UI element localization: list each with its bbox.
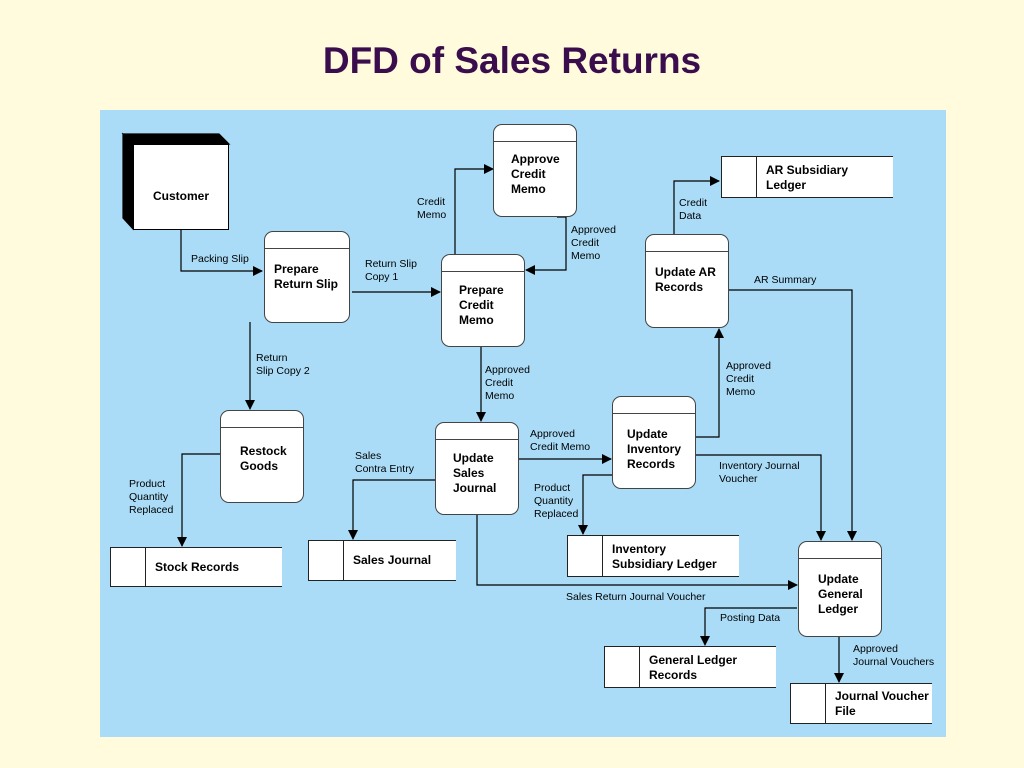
flow-label-sales-return-journal-voucher: Sales Return Journal Voucher (566, 591, 706, 603)
arrow-approved-credit-memo-return (525, 216, 567, 275)
arrow-approved-credit-memo-up (695, 328, 724, 438)
store-journal-voucher-file-label: Journal Voucher File (835, 689, 929, 718)
process-update-general-ledger: Update General Ledger (798, 541, 882, 637)
store-ar-subsidiary-ledger: AR Subsidiary Ledger (721, 156, 893, 198)
flow-label-credit-data: Credit Data (679, 197, 708, 222)
arrow-product-qty-mid (578, 474, 612, 535)
store-inventory-subsidiary-ledger-label: Inventory Subsidiary Ledger (612, 542, 717, 571)
flow-label-return-slip-copy-1: Return Slip Copy 1 (365, 258, 417, 283)
store-journal-voucher-file: Journal Voucher File (790, 683, 932, 724)
flow-label-sales-contra-entry: Sales Contra Entry (355, 450, 414, 475)
flow-label-inventory-journal-voucher: Inventory Journal Voucher (719, 460, 800, 485)
process-update-general-ledger-label: Update General Ledger (818, 572, 863, 616)
process-prepare-credit-memo: Prepare Credit Memo (441, 254, 525, 347)
flow-label-approved-credit-memo-up: Approved Credit Memo (726, 360, 771, 398)
process-approve-credit-memo-label: Approve Credit Memo (511, 152, 560, 196)
arrow-packing-slip (180, 230, 263, 276)
diagram-canvas: Customer Prepare Return Slip Approve Cre… (100, 110, 946, 737)
arrow-credit-memo (454, 164, 494, 254)
process-update-ar-records: Update AR Records (645, 234, 729, 328)
flow-label-product-quantity-replaced-left: Product Quantity Replaced (129, 478, 174, 516)
process-update-sales-journal-label: Update Sales Journal (453, 451, 497, 495)
flow-label-product-quantity-replaced-mid: Product Quantity Replaced (534, 482, 579, 520)
store-sales-journal-label: Sales Journal (353, 553, 432, 567)
process-prepare-return-slip-label: Prepare Return Slip (274, 262, 339, 291)
process-restock-goods: Restock Goods (220, 410, 304, 503)
store-general-ledger-records-label: General Ledger Records (649, 653, 738, 682)
entity-customer-label: Customer (152, 189, 209, 203)
process-approve-credit-memo: Approve Credit Memo (493, 124, 577, 217)
flow-label-approved-journal-vouchers: Approved Journal Vouchers (853, 643, 935, 668)
arrow-sales-contra-entry (348, 479, 435, 540)
flow-label-approved-credit-memo-down: Approved Credit Memo (485, 364, 530, 402)
process-restock-goods-label: Restock Goods (240, 444, 287, 473)
arrow-credit-data (673, 176, 720, 234)
slide-title: DFD of Sales Returns (322, 40, 702, 81)
flow-label-posting-data: Posting Data (720, 612, 781, 624)
store-ar-subsidiary-ledger-label: AR Subsidiary Ledger (766, 163, 849, 192)
flow-label-ar-summary: AR Summary (754, 274, 817, 286)
flow-label-packing-slip: Packing Slip (191, 253, 249, 265)
store-inventory-subsidiary-ledger: Inventory Subsidiary Ledger (567, 535, 739, 577)
process-update-sales-journal: Update Sales Journal (435, 422, 519, 515)
flow-arrows (121, 132, 857, 683)
customer-shadow-top (121, 133, 231, 145)
process-update-ar-records-label: Update AR Records (655, 265, 716, 294)
entity-customer: Customer (133, 144, 229, 230)
flow-label-approved-credit-memo-right: Approved Credit Memo (530, 428, 591, 453)
flow-label-credit-memo: Credit Memo (417, 196, 447, 221)
process-prepare-credit-memo-label: Prepare Credit Memo (459, 283, 504, 327)
customer-shadow (122, 132, 134, 231)
arrow-inventory-journal-voucher (695, 454, 826, 541)
store-stock-records-label: Stock Records (155, 560, 240, 574)
process-update-inventory-records-label: Update Inventory Records (627, 427, 682, 471)
arrow-ar-summary (729, 289, 857, 541)
store-sales-journal: Sales Journal (308, 540, 456, 581)
process-update-inventory-records: Update Inventory Records (612, 396, 696, 489)
flow-label-approved-credit-memo-return: Approved Credit Memo (571, 224, 616, 262)
process-prepare-return-slip: Prepare Return Slip (264, 231, 350, 323)
arrow-sales-return-journal-voucher (476, 515, 798, 590)
store-stock-records: Stock Records (110, 547, 282, 587)
arrow-product-qty-left (177, 453, 220, 547)
flow-label-return-slip-copy-2: Return Slip Copy 2 (256, 352, 310, 377)
store-general-ledger-records: General Ledger Records (604, 646, 776, 688)
arrow-posting-data (700, 607, 797, 646)
